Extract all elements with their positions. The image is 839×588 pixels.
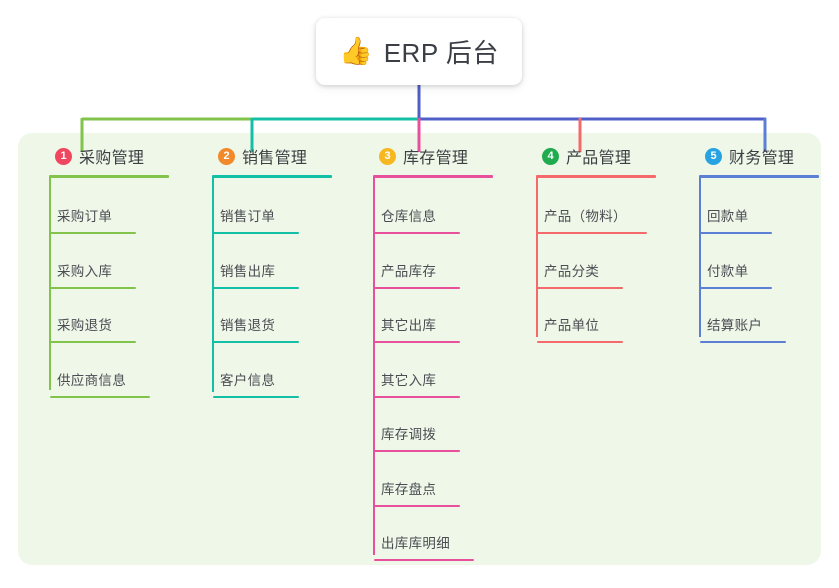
- leaf-label: 出库库明细: [381, 536, 450, 551]
- leaf-underline: [50, 341, 136, 343]
- leaf-underline: [700, 341, 786, 343]
- leaf-node[interactable]: 出库库明细: [357, 532, 474, 561]
- leaf-label: 其它入库: [381, 372, 437, 388]
- leaf-underline: [374, 286, 460, 289]
- branch-column-2: 2 销售管理: [196, 145, 332, 178]
- leaf-label: 库存盘点: [381, 481, 437, 497]
- leaf-underline: [50, 395, 150, 398]
- leaf-node[interactable]: 客户信息: [196, 369, 299, 398]
- branch-column-3: 3 库存管理: [357, 145, 493, 178]
- leaf-underline: [374, 450, 460, 452]
- leaf-label: 库存调拨: [381, 427, 437, 442]
- leaf-node[interactable]: 采购入库: [33, 260, 136, 289]
- branch-header-1[interactable]: 1 采购管理: [33, 145, 169, 167]
- leaf-node[interactable]: 销售订单: [196, 205, 299, 234]
- branch-underline-2: [212, 175, 332, 178]
- root-title: ERP 后台: [383, 38, 499, 68]
- leaf-label: 仓库信息: [381, 209, 437, 224]
- branch-title-2: 销售管理: [242, 150, 308, 167]
- branch-column-5: 5 财务管理: [683, 145, 819, 178]
- leaf-label: 供应商信息: [57, 372, 126, 388]
- branch-column-1: 1 采购管理: [33, 145, 169, 178]
- leaf-underline: [537, 232, 647, 234]
- branch-header-5[interactable]: 5 财务管理: [683, 145, 819, 167]
- leaf-underline: [50, 286, 136, 289]
- leaf-node[interactable]: 产品单位: [520, 314, 623, 343]
- branch-badge-4: 4: [542, 147, 559, 165]
- leaf-underline: [374, 395, 460, 398]
- leaf-node[interactable]: 产品库存: [357, 260, 460, 289]
- leaf-label: 采购退货: [57, 318, 113, 333]
- leaf-label: 产品分类: [544, 263, 600, 279]
- branch-underline-4: [536, 175, 656, 178]
- leaf-node[interactable]: 仓库信息: [357, 205, 460, 234]
- leaf-underline: [213, 395, 299, 398]
- leaf-node[interactable]: 付款单: [683, 260, 772, 289]
- leaf-node[interactable]: 库存调拨: [357, 423, 460, 452]
- leaf-label: 付款单: [707, 263, 749, 279]
- branch-header-3[interactable]: 3 库存管理: [357, 145, 493, 167]
- leaf-label: 产品单位: [544, 318, 600, 333]
- leaf-underline: [213, 341, 299, 343]
- leaf-underline: [374, 559, 474, 561]
- branch-title-3: 库存管理: [403, 150, 469, 167]
- leaf-label: 销售退货: [220, 318, 276, 333]
- leaf-node[interactable]: 采购订单: [33, 205, 136, 234]
- branch-title-5: 财务管理: [729, 150, 795, 167]
- leaf-node[interactable]: 产品（物料）: [520, 205, 647, 234]
- leaf-underline: [700, 232, 772, 234]
- leaf-node[interactable]: 回款单: [683, 205, 772, 234]
- leaf-label: 采购订单: [57, 209, 113, 224]
- leaf-node[interactable]: 采购退货: [33, 314, 136, 343]
- leaf-label: 客户信息: [220, 372, 276, 388]
- leaf-node[interactable]: 其它入库: [357, 369, 460, 398]
- root-node[interactable]: 👍 ERP 后台: [316, 18, 522, 85]
- leaf-node[interactable]: 供应商信息: [33, 369, 150, 398]
- leaf-label: 其它出库: [381, 318, 437, 333]
- leaf-label: 采购入库: [57, 263, 113, 279]
- leaf-label: 结算账户: [707, 318, 763, 333]
- leaf-node[interactable]: 库存盘点: [357, 478, 460, 507]
- leaf-label: 销售订单: [220, 209, 276, 224]
- leaf-underline: [213, 286, 299, 289]
- branch-title-4: 产品管理: [566, 150, 632, 167]
- branch-underline-1: [49, 175, 169, 178]
- leaf-underline: [374, 232, 460, 234]
- leaf-underline: [374, 504, 460, 507]
- leaf-node[interactable]: 销售退货: [196, 314, 299, 343]
- leaf-underline: [50, 232, 136, 234]
- branch-badge-1: 1: [55, 147, 72, 165]
- branch-underline-3: [373, 175, 493, 178]
- branch-header-2[interactable]: 2 销售管理: [196, 145, 332, 167]
- branch-underline-5: [699, 175, 819, 178]
- branch-column-4: 4 产品管理: [520, 145, 656, 178]
- thumbs-up-icon: 👍: [339, 36, 373, 66]
- branch-badge-2: 2: [218, 147, 235, 165]
- leaf-node[interactable]: 产品分类: [520, 260, 623, 289]
- leaf-underline: [700, 286, 772, 289]
- leaf-label: 回款单: [707, 209, 749, 224]
- leaf-underline: [374, 341, 460, 343]
- branch-header-4[interactable]: 4 产品管理: [520, 145, 656, 167]
- leaf-underline: [537, 286, 623, 289]
- leaf-node[interactable]: 销售出库: [196, 260, 299, 289]
- leaf-label: 产品库存: [381, 263, 437, 279]
- branch-badge-5: 5: [705, 147, 722, 165]
- leaf-underline: [537, 341, 623, 343]
- leaf-label: 产品（物料）: [544, 209, 627, 224]
- branches-panel: [18, 133, 821, 565]
- branch-title-1: 采购管理: [79, 150, 145, 167]
- leaf-label: 销售出库: [220, 263, 276, 279]
- branch-badge-3: 3: [379, 147, 396, 165]
- leaf-node[interactable]: 结算账户: [683, 314, 786, 343]
- leaf-node[interactable]: 其它出库: [357, 314, 460, 343]
- leaf-underline: [213, 232, 299, 234]
